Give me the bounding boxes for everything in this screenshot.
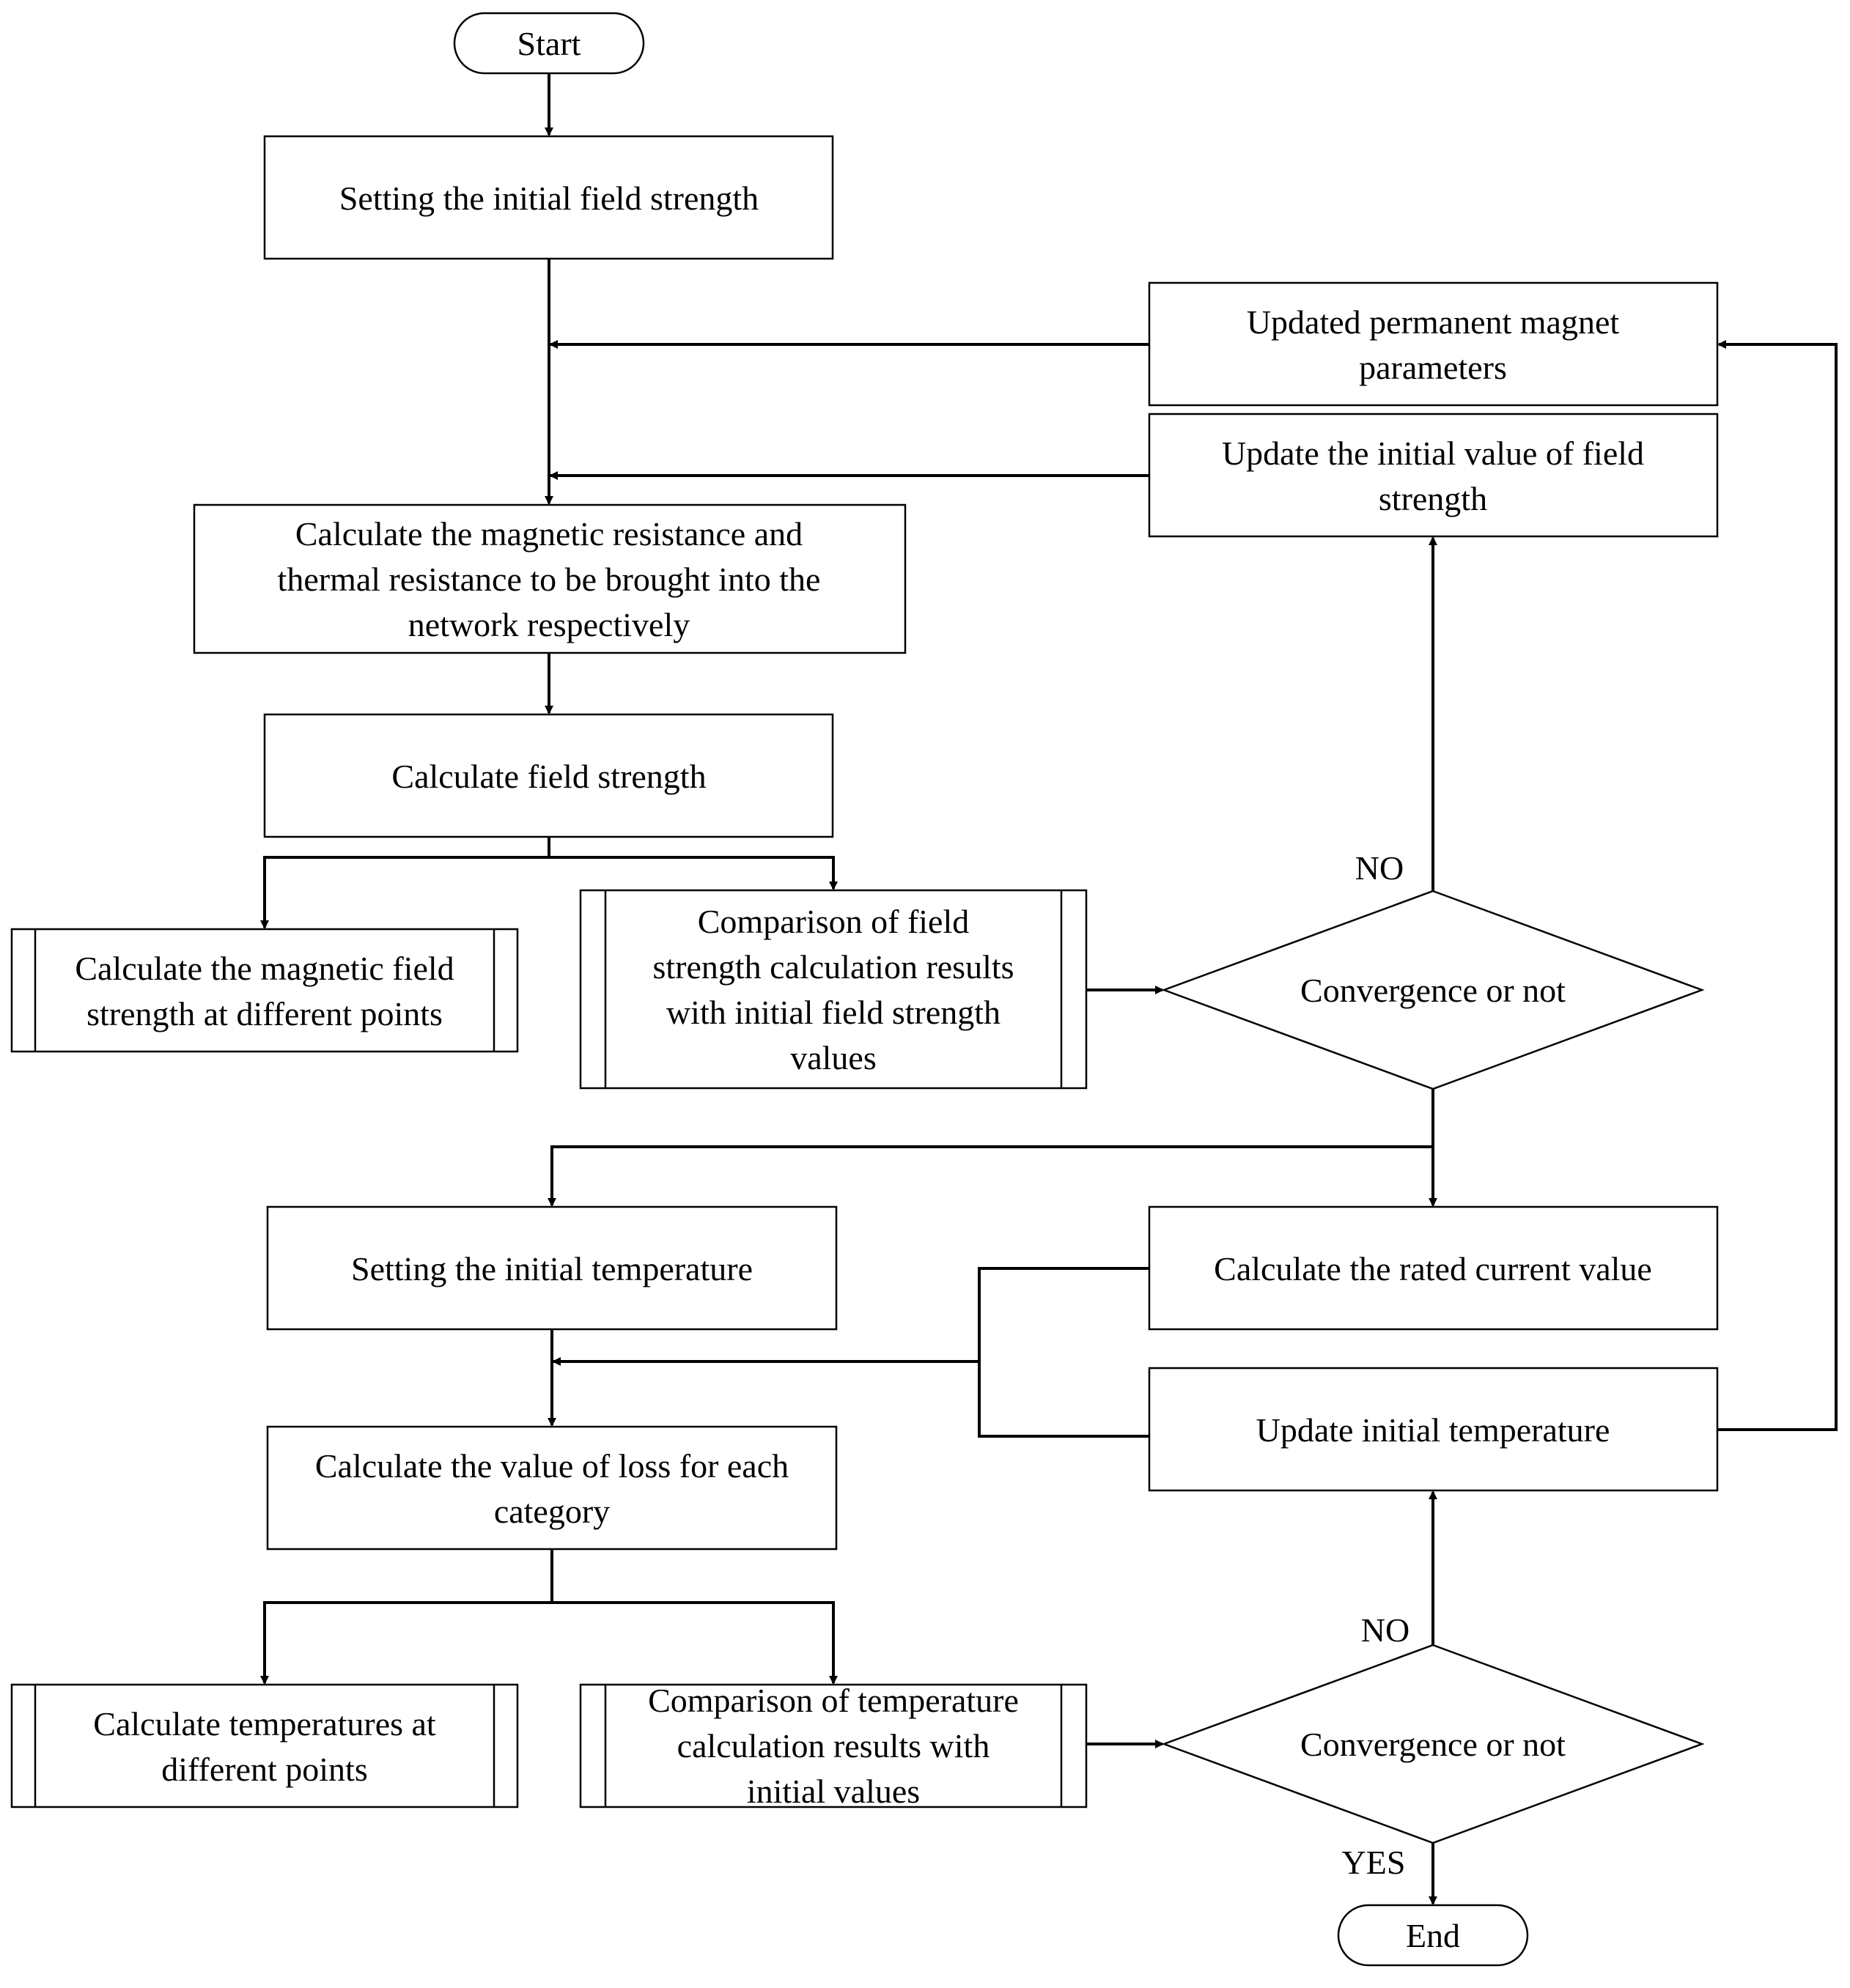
text-line: thermal resistance to be brought into th…	[278, 561, 821, 598]
node-compare-field: Comparison of field strength calculation …	[579, 889, 1088, 1090]
node-compare-temp-text: Comparison of temperature calculation res…	[648, 1682, 1019, 1810]
node-calc-resistance-text: Calculate the magnetic resistance and the…	[278, 515, 821, 643]
decision-converge-field-text: Convergence or not	[1300, 972, 1566, 1009]
text-line: different points	[161, 1751, 367, 1788]
edge-calcloss-to-temppoints	[260, 1549, 553, 1685]
node-calc-rated-current-text: Calculate the rated current value	[1214, 1250, 1652, 1287]
label-no-temp: NO	[1361, 1611, 1409, 1649]
node-compare-temp: Comparison of temperature calculation res…	[579, 1682, 1088, 1810]
end-terminal: End	[1337, 1904, 1529, 1967]
node-calc-rated-current: Calculate the rated current value	[1148, 1205, 1719, 1331]
edge-updatetemp-to-pmparams	[1717, 340, 1838, 1431]
end-label: End	[1406, 1917, 1460, 1954]
connectors	[260, 73, 1838, 1905]
text-line: Calculate field strength	[391, 758, 706, 795]
text-line: strength calculation results	[652, 948, 1014, 986]
decision-converge-temp: Convergence or not	[1161, 1644, 1705, 1844]
node-calc-field-points: Calculate the magnetic field strength at …	[10, 928, 519, 1053]
node-compare-field-text: Comparison of field strength calculation …	[652, 903, 1014, 1076]
node-calc-loss: Calculate the value of loss for each cate…	[266, 1425, 838, 1551]
node-update-initial-field: Update the initial value of field strengt…	[1148, 413, 1719, 538]
node-calc-field-text: Calculate field strength	[391, 758, 706, 795]
text-line: Update the initial value of field	[1222, 435, 1644, 472]
text-line: Calculate the value of loss for each	[315, 1447, 789, 1485]
label-no-field: NO	[1355, 849, 1404, 887]
node-set-initial-temp: Setting the initial temperature	[266, 1205, 838, 1331]
node-update-initial-temp: Update initial temperature	[1148, 1367, 1719, 1492]
decision-converge-temp-text: Convergence or not	[1300, 1726, 1566, 1763]
node-updated-pm-params: Updated permanent magnet parameters	[1148, 281, 1719, 407]
start-label: Start	[517, 25, 581, 62]
node-set-initial-field-text: Setting the initial field strength	[339, 180, 759, 217]
text-line: Setting the initial field strength	[339, 180, 759, 217]
start-terminal: Start	[453, 12, 645, 75]
text-line: Calculate the rated current value	[1214, 1250, 1652, 1287]
node-calc-field: Calculate field strength	[263, 713, 834, 838]
text-line: parameters	[1359, 349, 1507, 386]
text-line: network respectively	[408, 606, 690, 643]
node-calc-resistance: Calculate the magnetic resistance and the…	[193, 503, 907, 654]
node-set-initial-field: Setting the initial field strength	[263, 135, 834, 260]
text-line: Setting the initial temperature	[351, 1250, 753, 1287]
label-yes-temp: YES	[1342, 1844, 1406, 1881]
text-line: category	[494, 1493, 610, 1530]
node-update-initial-temp-text: Update initial temperature	[1256, 1411, 1610, 1449]
text-line: Update initial temperature	[1256, 1411, 1610, 1449]
node-set-initial-temp-text: Setting the initial temperature	[351, 1250, 753, 1287]
text-line: Calculate the magnetic field	[75, 950, 454, 987]
text-line: values	[790, 1039, 877, 1076]
text-line: Comparison of temperature	[648, 1682, 1019, 1719]
node-update-initial-field-text: Update the initial value of field strengt…	[1222, 435, 1644, 517]
text-line: Comparison of field	[698, 903, 970, 940]
node-calc-temp-points: Calculate temperatures at different point…	[10, 1683, 519, 1808]
text-line: Convergence or not	[1300, 972, 1566, 1009]
node-calc-temp-points-text: Calculate temperatures at different point…	[93, 1705, 436, 1788]
edge-converge-to-settemp	[548, 1145, 1433, 1207]
text-line: strength	[1379, 480, 1487, 517]
node-calc-field-points-text: Calculate the magnetic field strength at …	[75, 950, 454, 1032]
edge-calcfield-to-comparefield	[549, 856, 838, 890]
text-line: with initial field strength	[666, 994, 1000, 1031]
decision-converge-field: Convergence or not	[1161, 890, 1705, 1090]
text-line: strength at different points	[86, 995, 443, 1032]
node-calc-loss-text: Calculate the value of loss for each cate…	[315, 1447, 789, 1530]
text-line: Updated permanent magnet	[1247, 303, 1620, 341]
text-line: Convergence or not	[1300, 1726, 1566, 1763]
text-line: Calculate the magnetic resistance and	[295, 515, 803, 553]
text-line: calculation results with	[677, 1727, 990, 1765]
text-line: initial values	[747, 1773, 920, 1810]
edge-calcloss-to-comparetemp	[552, 1601, 838, 1685]
edge-ratedcurrent-feedback	[978, 1267, 1149, 1438]
text-line: Calculate temperatures at	[93, 1705, 436, 1743]
node-updated-pm-params-text: Updated permanent magnet parameters	[1247, 303, 1620, 386]
edge-calcfield-to-fieldpoints	[260, 837, 550, 929]
